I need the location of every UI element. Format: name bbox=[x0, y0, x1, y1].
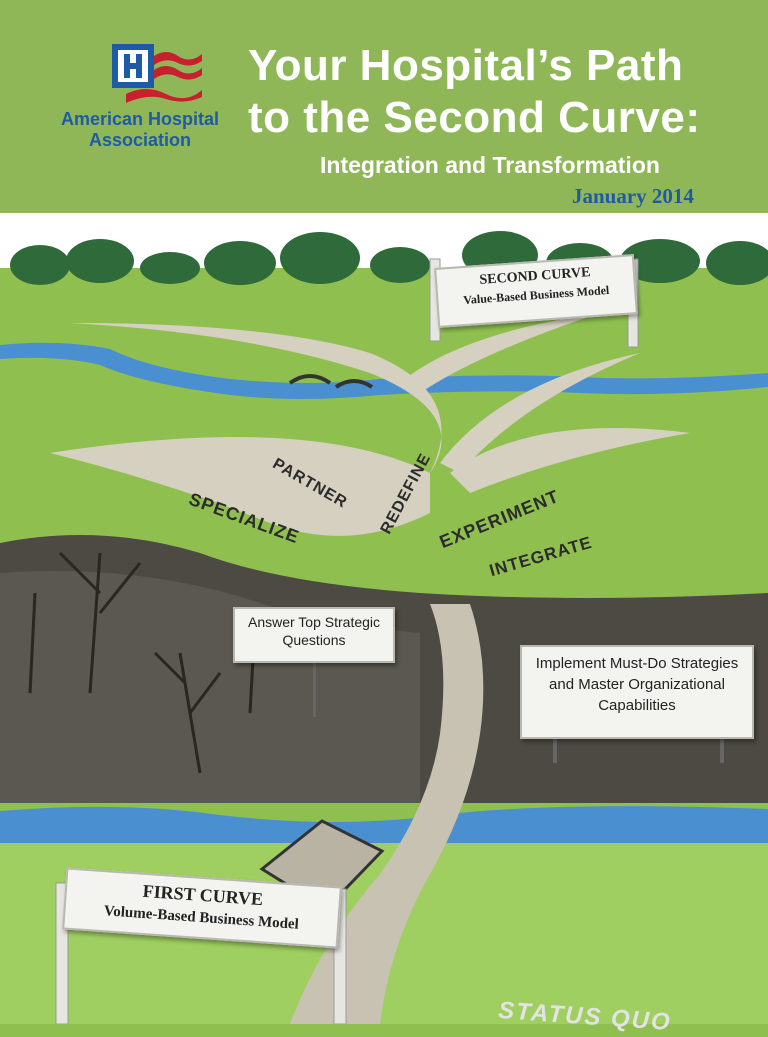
title-line-2: to the Second Curve: bbox=[248, 93, 701, 142]
cover-header: American Hospital Association Your Hospi… bbox=[0, 0, 768, 213]
title-line-1: Your Hospital’s Path bbox=[248, 41, 684, 90]
aha-logo-icon bbox=[112, 44, 202, 103]
page-subtitle: Integration and Transformation bbox=[320, 152, 660, 178]
must-do-strategies-sign: Implement Must-Do Strategies and Master … bbox=[520, 645, 754, 739]
org-name: American Hospital Association bbox=[60, 109, 220, 150]
illustration-scene: SPECIALIZE PARTNER REDEFINE EXPERIMENT I… bbox=[0, 213, 768, 1036]
page-title: Your Hospital’s Path to the Second Curve… bbox=[248, 40, 748, 144]
strategic-questions-sign: Answer Top Strategic Questions bbox=[233, 607, 395, 663]
publication-date: January 2014 bbox=[572, 184, 694, 208]
